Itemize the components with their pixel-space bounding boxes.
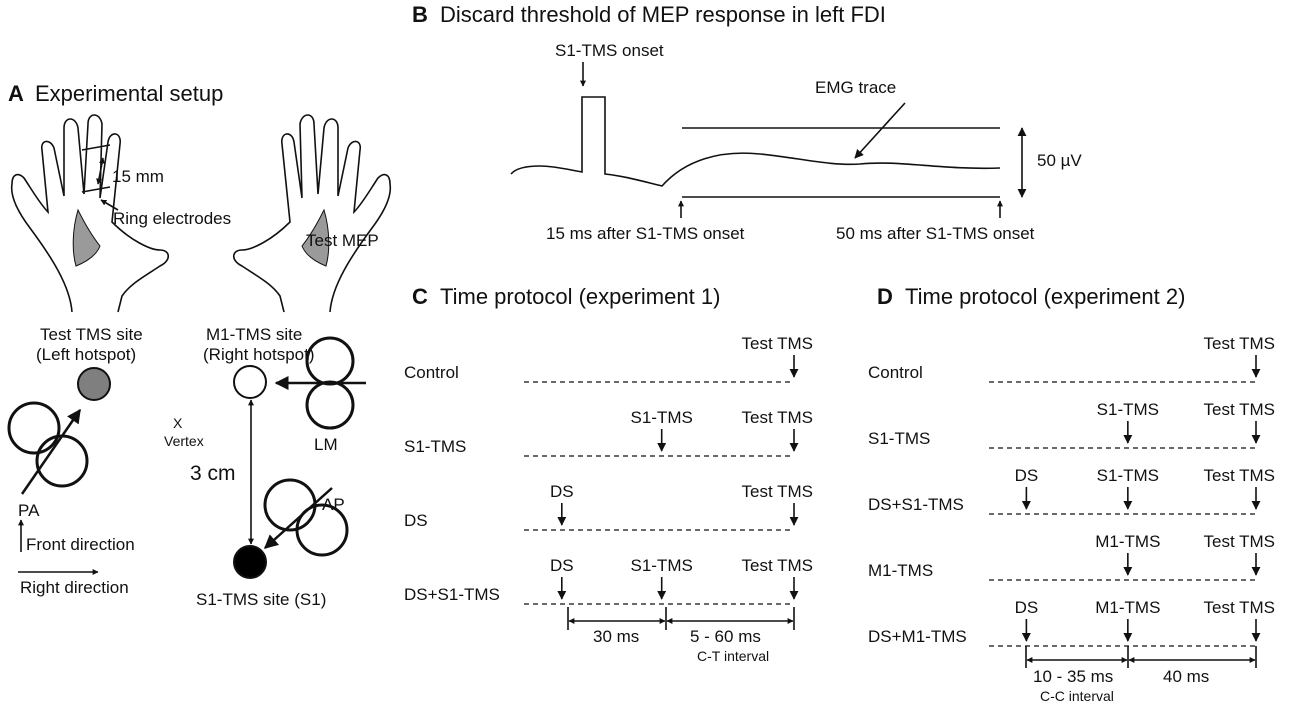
panel-d-marker-label: M1-TMS [1095, 598, 1160, 617]
panel-c-marker-label: Test TMS [742, 556, 813, 575]
label-front-direction: Front direction [26, 535, 135, 554]
label-vertex: Vertex [164, 433, 204, 449]
panel-c-marker-label: S1-TMS [631, 408, 693, 427]
panel-a-letter: A [8, 81, 24, 106]
emg-trace-pointer [854, 102, 906, 159]
panel-c-row-ds: DS DS Test TMS [404, 482, 813, 531]
panel-c-marker-label: Test TMS [742, 408, 813, 427]
label-amplitude: 50 µV [1037, 151, 1082, 170]
panel-d-row-label: M1-TMS [868, 561, 933, 580]
panel-c-row-control: Control Test TMS [404, 334, 813, 383]
label-interval-10-35ms: 10 - 35 ms [1033, 667, 1113, 686]
right-hand [232, 114, 392, 313]
pa-coil [7, 401, 89, 495]
panel-d-row-ds-m1-tms: DS+M1-TMS DS M1-TMS Test TMS [868, 598, 1275, 647]
label-interval-30ms: 30 ms [593, 627, 639, 646]
label-ring-electrodes: Ring electrodes [113, 209, 231, 228]
label-s1-onset: S1-TMS onset [555, 41, 664, 60]
label-pa: PA [18, 501, 40, 520]
panel-d-marker-label: S1-TMS [1097, 466, 1159, 485]
panel-c: C Time protocol (experiment 1) ControlTe… [404, 284, 813, 664]
ring-electrode-top [81, 144, 111, 151]
emg-trace-line [510, 96, 1001, 187]
panel-d-letter: D [877, 284, 893, 309]
panel-c-marker-label: Test TMS [742, 482, 813, 501]
label-test-mep: Test MEP [306, 231, 379, 250]
panel-d-row-label: Control [868, 363, 923, 382]
left-hand: 15 mm Ring electrodes [10, 114, 231, 313]
panel-c-row-s1-tms: S1-TMS S1-TMS Test TMS [404, 408, 813, 457]
ring-electrode-bottom [81, 186, 111, 193]
panel-c-title: Time protocol (experiment 1) [440, 284, 720, 309]
distance-arrow-15mm [96, 157, 105, 185]
panel-a-title: Experimental setup [35, 81, 223, 106]
panel-c-row-ds-s1-tms: DS+S1-TMS DS S1-TMS Test TMS [404, 556, 813, 605]
panel-b-letter: B [412, 2, 428, 27]
label-vertex-x: X [173, 415, 183, 431]
left-fdi-muscle-shape [72, 208, 101, 267]
pa-arrow [20, 408, 82, 495]
panel-b-title: Discard threshold of MEP response in lef… [440, 2, 886, 27]
panel-d-row-ds-s1-tms: DS+S1-TMS DS S1-TMS Test TMS [868, 466, 1275, 515]
label-cc-interval: C-C interval [1040, 688, 1114, 704]
panel-d-marker-label: S1-TMS [1097, 400, 1159, 419]
label-m1-tms-site: M1-TMS site [206, 325, 302, 344]
panel-d: D Time protocol (experiment 2) ControlTe… [868, 284, 1275, 704]
panel-c-row-label: DS+S1-TMS [404, 585, 500, 604]
label-s1-site: S1-TMS site (S1) [196, 590, 326, 609]
test-tms-site-marker [77, 367, 111, 401]
panel-c-marker-label: S1-TMS [631, 556, 693, 575]
panel-d-marker-label: Test TMS [1204, 466, 1275, 485]
label-left-hotspot: (Left hotspot) [36, 345, 136, 364]
panel-d-row-control: Control Test TMS [868, 334, 1275, 383]
label-3cm: 3 cm [190, 462, 236, 485]
panel-d-marker-label: Test TMS [1204, 400, 1275, 419]
label-emg-trace: EMG trace [815, 78, 896, 97]
panel-d-row-m1-tms: M1-TMS M1-TMS Test TMS [868, 532, 1275, 581]
label-ct-interval: C-T interval [697, 648, 769, 664]
panel-d-marker-label: Test TMS [1204, 532, 1275, 551]
panel-a: A Experimental setup 15 mm Ring electrod… [7, 81, 392, 609]
panel-c-marker-label: DS [550, 482, 574, 501]
m1-tms-site-marker [233, 365, 267, 399]
label-t15: 15 ms after S1-TMS onset [546, 224, 745, 243]
ap-coil [263, 478, 349, 557]
label-t50: 50 ms after S1-TMS onset [836, 224, 1035, 243]
panel-d-marker-label: DS [1015, 598, 1039, 617]
label-15mm: 15 mm [112, 167, 164, 186]
panel-c-marker-label: DS [550, 556, 574, 575]
label-interval-5-60ms: 5 - 60 ms [690, 627, 761, 646]
panel-d-marker-label: Test TMS [1204, 334, 1275, 353]
panel-c-row-label: S1-TMS [404, 437, 466, 456]
panel-d-marker-label: M1-TMS [1095, 532, 1160, 551]
label-right-direction: Right direction [20, 578, 129, 597]
panel-c-marker-label: Test TMS [742, 334, 813, 353]
lm-coil [274, 336, 366, 430]
panel-d-row-label: S1-TMS [868, 429, 930, 448]
panel-c-row-label: Control [404, 363, 459, 382]
panel-d-title: Time protocol (experiment 2) [905, 284, 1185, 309]
panel-d-marker-label: Test TMS [1204, 598, 1275, 617]
label-test-tms-site: Test TMS site [40, 325, 143, 344]
s1-tms-site-marker [233, 545, 267, 579]
panel-c-row-label: DS [404, 511, 428, 530]
panel-d-row-label: DS+S1-TMS [868, 495, 964, 514]
ap-arrow [263, 487, 333, 549]
panel-d-row-s1-tms: S1-TMS S1-TMS Test TMS [868, 400, 1275, 449]
panel-b: B Discard threshold of MEP response in l… [412, 2, 1082, 243]
panel-d-row-label: DS+M1-TMS [868, 627, 967, 646]
panel-c-letter: C [412, 284, 428, 309]
label-interval-40ms: 40 ms [1163, 667, 1209, 686]
panel-d-marker-label: DS [1015, 466, 1039, 485]
label-ap: AP [322, 495, 345, 514]
ring-electrodes-pointer [100, 199, 119, 211]
label-lm: LM [314, 435, 338, 454]
label-right-hotspot: (Right hotspot) [203, 345, 315, 364]
